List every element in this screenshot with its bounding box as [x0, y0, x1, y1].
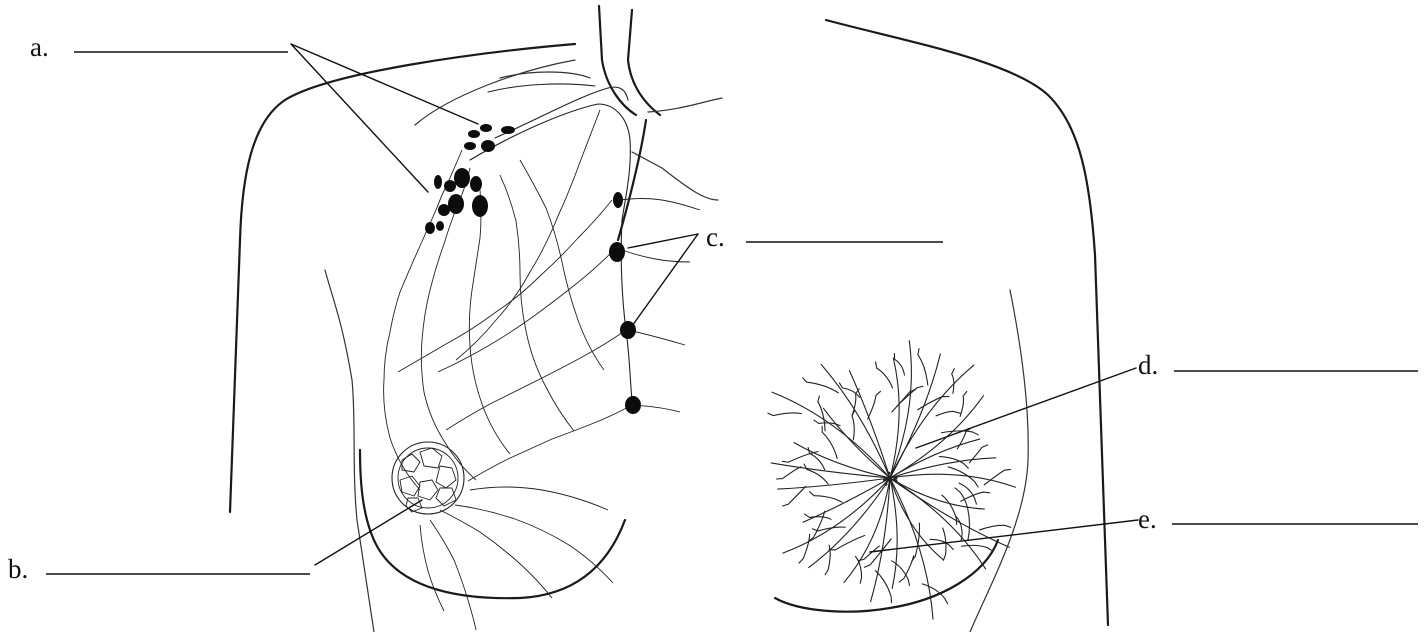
- duct-sub-branch: [962, 545, 993, 551]
- label-a-text: a.: [30, 32, 49, 62]
- duct-sub-branch: [864, 539, 891, 568]
- duct-sub-branch: [960, 391, 967, 416]
- label-d-text: d.: [1138, 350, 1158, 380]
- duct-sub-branch: [839, 383, 859, 398]
- leader-c-lower: [632, 234, 698, 326]
- leader-a-upper: [291, 44, 478, 124]
- leader-b: [315, 500, 422, 565]
- duct-branch: [871, 478, 890, 602]
- axillary-vessels: [384, 84, 700, 630]
- duct-sub-branch: [892, 389, 916, 411]
- duct-branch: [890, 474, 1016, 487]
- leader-e: [870, 520, 1138, 552]
- duct-sub-branch: [822, 426, 837, 458]
- duct-sub-branch: [979, 525, 1010, 530]
- duct-branch: [890, 478, 984, 509]
- label-e-text: e.: [1138, 504, 1157, 534]
- leader-c-upper: [628, 234, 698, 248]
- nipple-pore: [883, 478, 886, 481]
- duct-branch: [890, 358, 899, 478]
- duct-sub-branch: [922, 584, 947, 604]
- duct-branch: [803, 478, 890, 522]
- duct-sub-branch: [810, 492, 843, 503]
- duct-sub-branch: [936, 411, 960, 415]
- duct-sub-branch: [918, 349, 928, 385]
- duct-sub-branch: [901, 386, 923, 402]
- duct-sub-branch: [875, 571, 891, 603]
- duct-branch: [783, 478, 890, 553]
- duct-sub-branch: [943, 528, 946, 560]
- label-b: b.: [8, 554, 310, 584]
- duct-sub-branch: [818, 396, 825, 431]
- duct-branch: [771, 463, 890, 478]
- duct-branch: [849, 371, 890, 478]
- duct-sub-branch: [803, 378, 839, 393]
- duct-sub-branch: [829, 535, 864, 549]
- nipple-pore: [890, 479, 893, 482]
- duct-sub-branch: [804, 464, 828, 484]
- duct-branch: [890, 439, 980, 478]
- duct-sub-branch: [868, 391, 881, 419]
- parasternal-lymph-nodes: [609, 192, 641, 414]
- label-c-text: c.: [706, 222, 725, 252]
- duct-sub-branch: [876, 362, 893, 388]
- duct-sub-branch: [783, 486, 806, 506]
- duct-sub-branch: [799, 534, 810, 563]
- duct-sub-branch: [952, 369, 955, 394]
- label-b-text: b.: [8, 554, 28, 584]
- nipple-pore: [885, 483, 888, 486]
- duct-sub-branch: [825, 545, 830, 575]
- duct-sub-branch: [969, 445, 987, 463]
- leader-d: [916, 368, 1136, 448]
- label-a: a.: [30, 32, 288, 62]
- label-d: d.: [1138, 350, 1418, 380]
- nipple-pore: [886, 478, 889, 481]
- areola-mesh: [392, 442, 464, 514]
- nipple-pore: [893, 477, 896, 480]
- duct-branch: [772, 392, 890, 478]
- lactiferous-duct-tree: [768, 341, 1016, 619]
- nipple-pore: [888, 472, 891, 475]
- nipple-pore: [895, 480, 898, 483]
- duct-branch: [844, 478, 890, 583]
- duct-sub-branch: [768, 413, 802, 416]
- label-c: c.: [706, 222, 943, 252]
- label-e: e.: [1138, 504, 1418, 534]
- duct-sub-branch: [805, 514, 831, 519]
- duct-sub-branch: [984, 469, 1010, 484]
- duct-sub-branch: [782, 451, 818, 462]
- duct-sub-branch: [777, 467, 801, 479]
- duct-branch: [890, 478, 943, 560]
- left-breast-outline: [360, 60, 625, 598]
- torso-outline: [230, 6, 1108, 632]
- duct-branch: [890, 354, 940, 478]
